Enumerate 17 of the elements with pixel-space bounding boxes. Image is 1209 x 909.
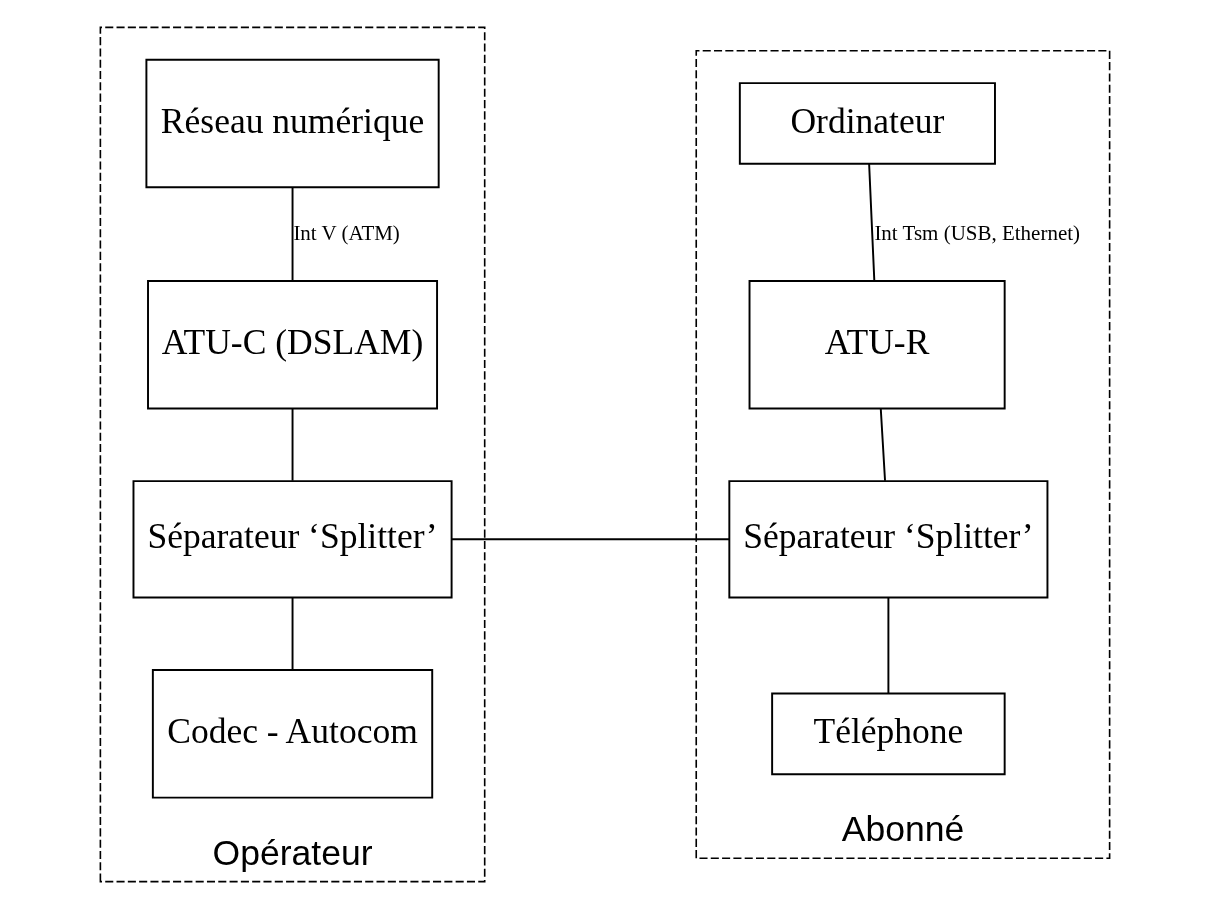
node-box: Séparateur ‘Splitter’ bbox=[132, 480, 453, 599]
node-box: Codec - Autocom bbox=[151, 669, 433, 799]
connector bbox=[867, 163, 875, 282]
edge-label: Int V (ATM) bbox=[292, 220, 400, 245]
node-box: Séparateur ‘Splitter’ bbox=[727, 480, 1048, 599]
node-box: ATU-R bbox=[748, 279, 1006, 410]
node-box: Téléphone bbox=[770, 692, 1006, 776]
connector bbox=[879, 408, 886, 482]
edge-label: Int Tsm (USB, Ethernet) bbox=[873, 220, 1080, 245]
node-box: ATU-C (DSLAM) bbox=[146, 279, 438, 410]
connector bbox=[291, 408, 293, 482]
connector bbox=[291, 186, 293, 282]
node-box: Réseau numérique bbox=[144, 58, 440, 189]
connector bbox=[886, 596, 889, 695]
connector bbox=[291, 596, 293, 671]
node-box: Ordinateur bbox=[738, 82, 996, 165]
connector bbox=[450, 538, 730, 541]
